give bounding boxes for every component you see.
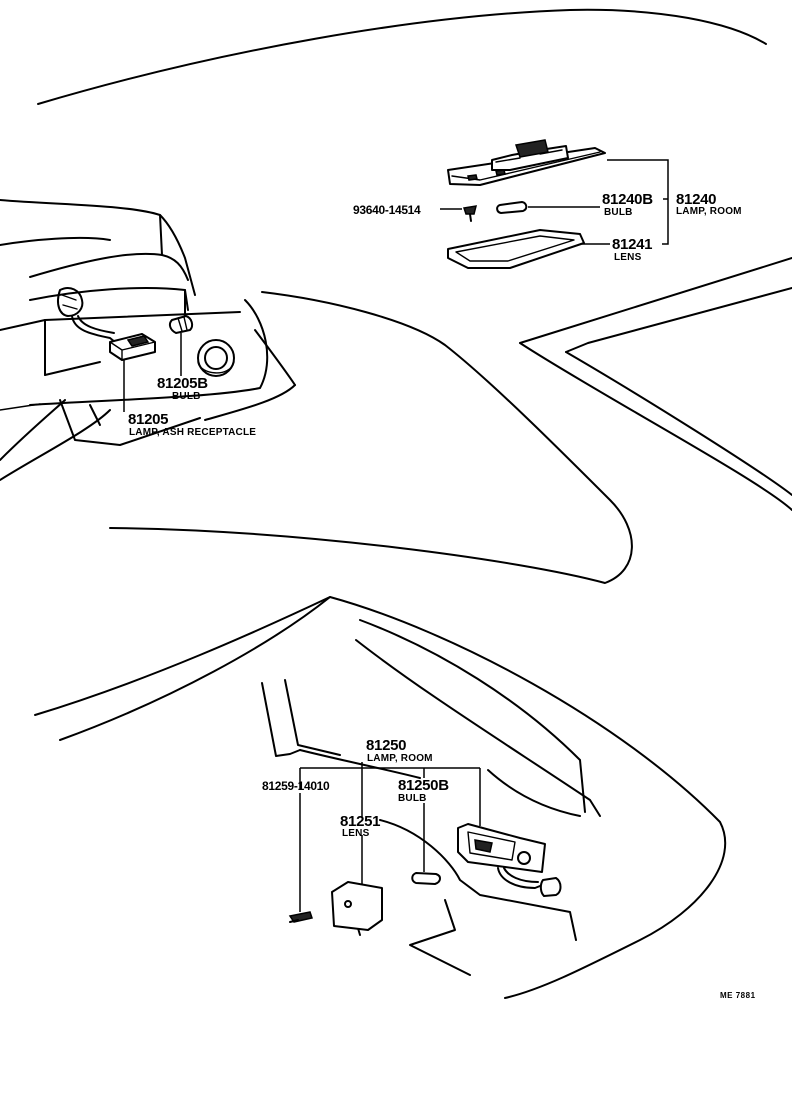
ash-lamp-bulb-description: BULB [172,391,201,402]
room-lamp-front-lens-description: LENS [614,252,642,263]
ash-lamp-bulb-number: 81205B [157,375,208,392]
ash-lamp-number: 81205 [128,411,168,428]
room-lamp-rear-description: LAMP, ROOM [367,753,433,764]
room-lamp-rear-bulb [411,872,441,885]
room-lamp-rear-screw [288,911,313,923]
room-lamp-front-screw [463,205,478,222]
room-lamp-front-lens [447,229,585,269]
room-lamp-front-housing [447,139,606,186]
console-outline [0,199,296,481]
room-lamp-front-bulb-description: BULB [604,207,633,218]
room-lamp-front-number: 81240 [676,191,716,208]
room-lamp-rear-leaders [299,762,481,912]
room-lamp-front-bulb-number: 81240B [602,191,653,208]
room-lamp-front-description: LAMP, ROOM [676,206,742,217]
ash-lamp-assembly [57,287,235,377]
drawing-code: ME 7881 [720,991,756,1000]
room-lamp-rear-bulb-description: BULB [398,793,427,804]
room-lamp-rear-number: 81250 [366,737,406,754]
ash-lamp-description: LAMP, ASH RECEPTACLE [129,427,256,438]
room-lamp-rear-lens-description: LENS [342,828,370,839]
roof-outline [34,8,792,999]
room-lamp-front-lens-number: 81241 [612,236,652,253]
room-lamp-rear-lens [331,881,383,931]
room-lamp-front-leaders [440,159,669,245]
room-lamp-rear-housing [457,823,562,897]
rear-window-outline [261,679,581,976]
room-lamp-rear-screw-number: 81259-14010 [262,779,330,793]
room-lamp-rear-lens-number: 81251 [340,813,380,830]
room-lamp-rear-bulb-number: 81250B [398,777,449,794]
room-lamp-front-screw-number: 93640-14514 [353,203,421,217]
ash-lamp-leaders [123,333,182,412]
room-lamp-front-bulb [496,201,528,214]
